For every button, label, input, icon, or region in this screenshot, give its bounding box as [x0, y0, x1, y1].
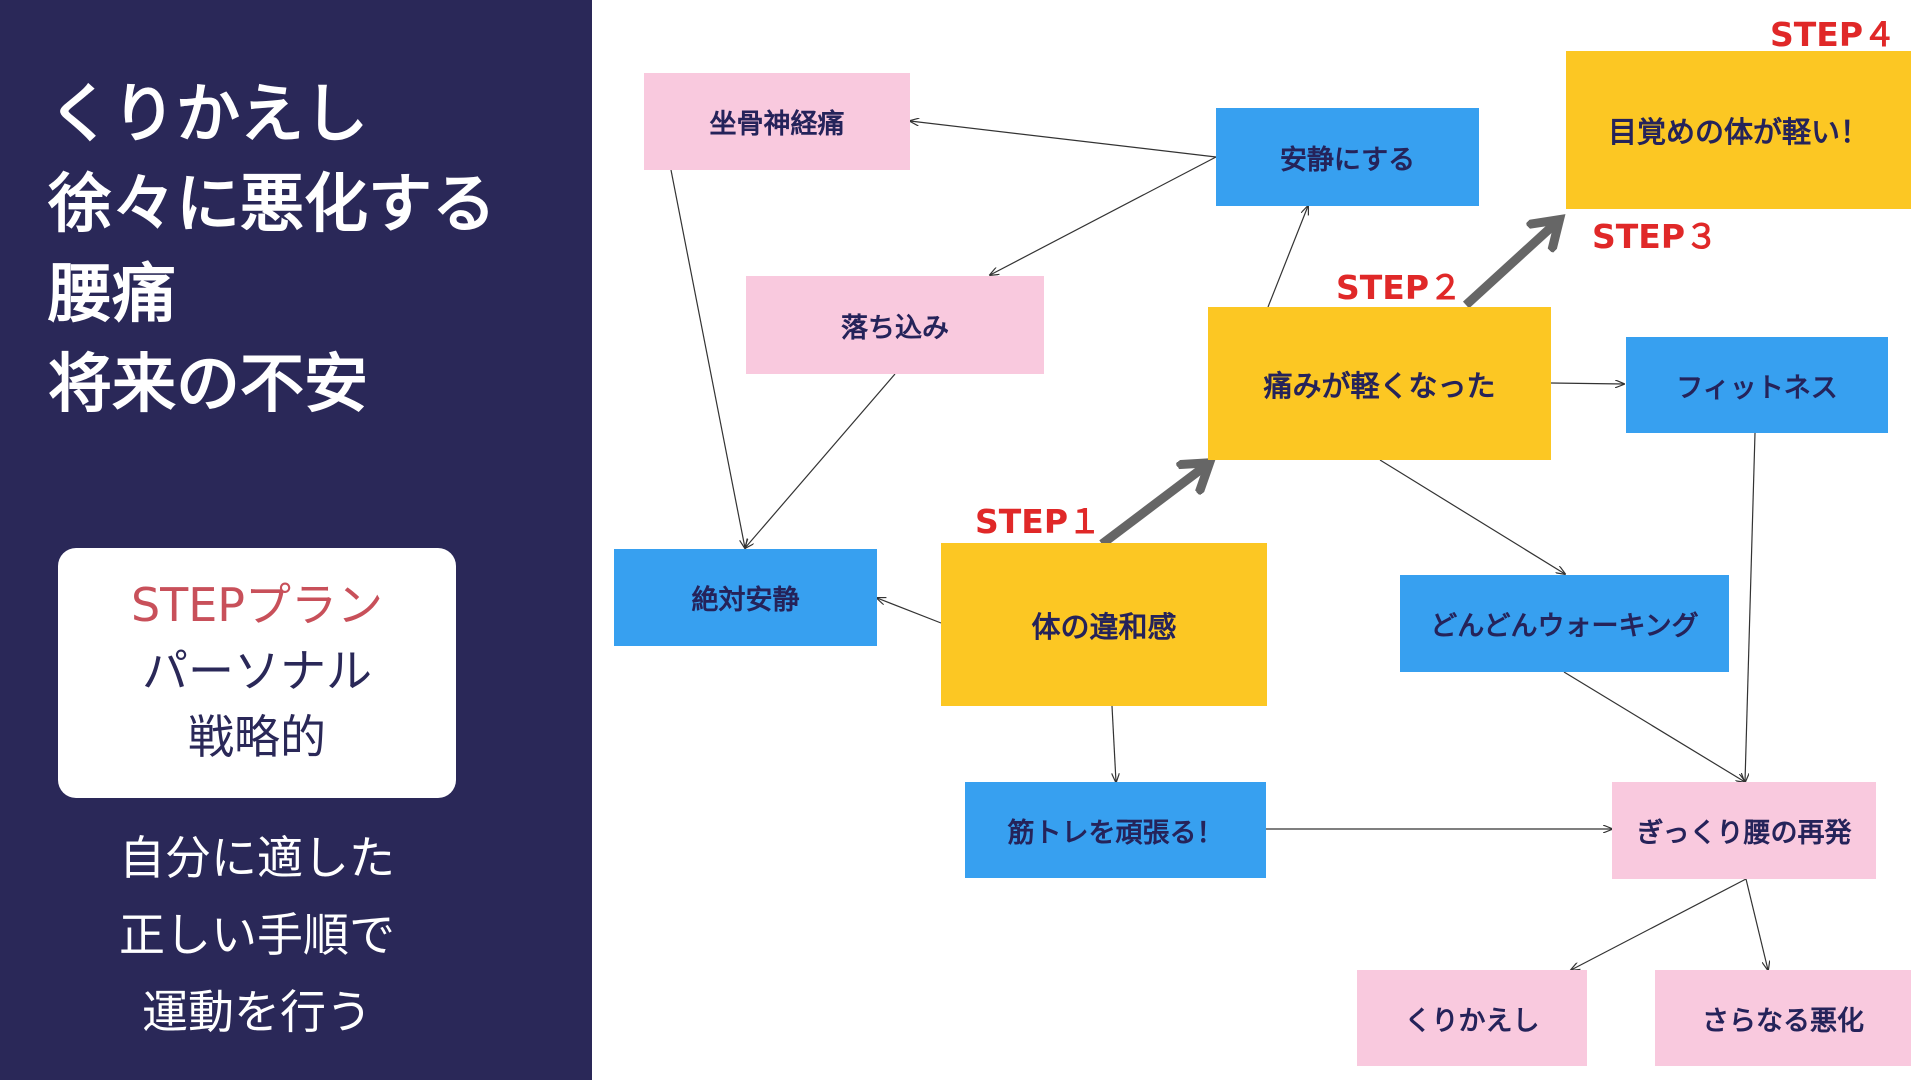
step-arrow-2: [1462, 221, 1558, 309]
edge-discomfort-to-absolute-rest: [877, 598, 942, 624]
node-worse: さらなる悪化: [1655, 970, 1911, 1066]
edge-fitness-to-relapse: [1745, 432, 1756, 782]
edge-relapse-to-worse: [1745, 878, 1768, 970]
edge-rest-to-depression: [990, 156, 1217, 275]
method-line-correct-steps: 正しい手順で: [119, 908, 395, 962]
node-depression: 落ち込み: [746, 276, 1044, 374]
step-label-3: STEP３: [1592, 217, 1719, 256]
left-panel: くりかえし 徐々に悪化する 腰痛 将来の不安 STEPプラン パーソナル 戦略的…: [0, 0, 592, 1080]
heading-line-repeat: くりかえし: [48, 78, 368, 152]
heading-line-future-anxiety: 将来の不安: [48, 348, 368, 422]
edge-pain-relieved-to-rest: [1267, 206, 1308, 308]
heading-line-gradually-worse: 徐々に悪化する: [48, 168, 496, 242]
edge-pain-relieved-to-fitness: [1550, 383, 1624, 384]
node-sciatica: 坐骨神経痛: [644, 73, 910, 170]
edge-relapse-to-repeat: [1571, 878, 1747, 970]
plan-card-strategic: 戦略的: [188, 710, 326, 764]
heading-line-back-pain: 腰痛: [48, 258, 176, 332]
node-walking: どんどんウォーキング: [1400, 575, 1729, 672]
step-label-2: STEP２: [1336, 268, 1463, 307]
node-fitness: フィットネス: [1626, 337, 1888, 433]
edge-sciatica-to-absolute-rest: [670, 169, 745, 548]
node-relapse: ぎっくり腰の再発: [1612, 782, 1876, 879]
node-rest: 安静にする: [1216, 108, 1479, 206]
method-line-exercise: 運動を行う: [142, 985, 372, 1039]
edge-walking-to-relapse: [1563, 671, 1745, 782]
edge-discomfort-to-strength: [1111, 705, 1116, 782]
node-pain-relieved: 痛みが軽くなった: [1208, 307, 1551, 460]
edge-depression-to-absolute-rest: [745, 373, 896, 548]
method-text: 自分に適した 正しい手順で 運動を行う: [58, 820, 456, 1051]
edge-rest-to-sciatica: [910, 121, 1217, 158]
plan-card-personal: パーソナル: [142, 644, 372, 698]
plan-card-title: STEPプラン: [130, 578, 384, 632]
node-discomfort: 体の違和感: [941, 543, 1267, 706]
main-heading: くりかえし 徐々に悪化する 腰痛 将来の不安: [48, 70, 496, 430]
node-absolute-rest: 絶対安静: [614, 549, 877, 646]
node-strength-training: 筋トレを頑張る！: [965, 782, 1266, 878]
step-plan-card: STEPプラン パーソナル 戦略的: [58, 548, 456, 798]
edge-pain-relieved-to-walking: [1379, 459, 1565, 574]
node-goal: 目覚めの体が軽い！: [1566, 51, 1911, 209]
step-label-4: STEP４: [1770, 15, 1897, 54]
method-line-suited: 自分に適した: [119, 831, 395, 885]
step-label-1: STEP１: [975, 502, 1102, 541]
node-repeat: くりかえし: [1357, 970, 1587, 1066]
step-arrow-1: [1099, 464, 1208, 548]
